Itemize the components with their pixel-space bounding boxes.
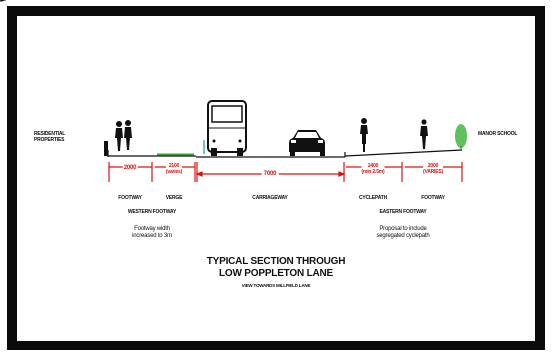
pedestrians-west-icon [115, 120, 132, 151]
note-western: Footway width increased to 3m [132, 226, 172, 239]
dim-footway-west: 2000 [122, 165, 138, 172]
section-verge: VERGE [165, 195, 183, 201]
dim-cyclepath: 2400 (min 2.5m) [361, 163, 385, 175]
group-western: WESTERN FOOTWAY [127, 209, 177, 215]
drawing-frame [7, 6, 545, 350]
title-line-1: TYPICAL SECTION THROUGH [206, 256, 346, 267]
dim-carriageway: 7000 [261, 171, 279, 178]
pedestrian-east-icon [420, 119, 428, 149]
section-footway-west: FOOTWAY [118, 195, 142, 201]
note-eastern: Proposal to include segregated cyclepath [376, 226, 430, 239]
ground-profile [107, 149, 463, 158]
residential-label: RESIDENTIAL PROPERTIES [34, 131, 66, 143]
section-footway-east: FOOTWAY [421, 195, 445, 201]
boundary-wall [104, 141, 108, 156]
bus-icon [207, 100, 247, 156]
car-icon [289, 130, 325, 156]
cyclist-icon [360, 118, 368, 152]
tree-icon [455, 124, 467, 151]
title-line-2: LOW POPPLETON LANE [219, 268, 333, 279]
dim-verge: 2100 (varies) [165, 163, 183, 175]
title-view: VIEW TOWARDS MILLFIELD LANE [241, 283, 311, 288]
section-carriageway: CARRIAGEWAY [252, 195, 288, 201]
group-eastern: EASTERN FOOTWAY [379, 209, 427, 215]
manor-school-label: MANOR SCHOOL [478, 131, 518, 137]
dim-footway-east: 2000 (VARIES) [423, 163, 443, 175]
section-cyclepath: CYCLEPATH [358, 195, 388, 201]
dimension-lines [108, 162, 463, 182]
